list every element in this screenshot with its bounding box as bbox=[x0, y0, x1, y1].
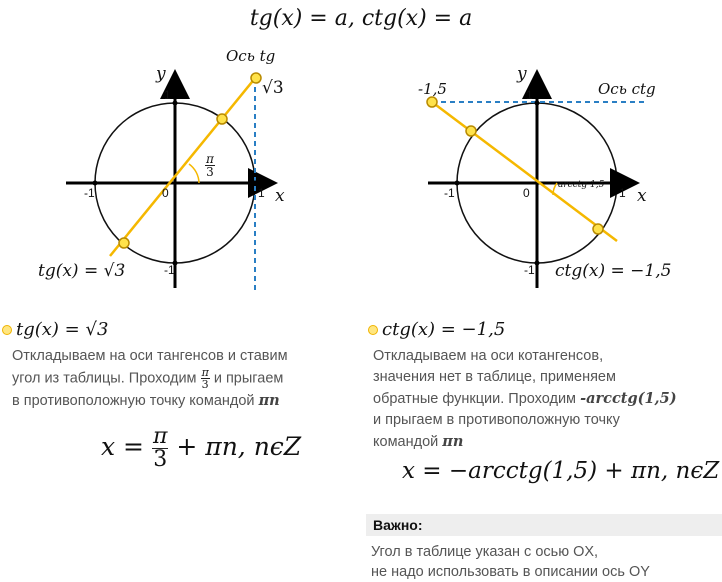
ctg-desc-line3: обратные функции. Проходим -arcctg(1,5) bbox=[373, 390, 677, 407]
tg-case-title: tg(x) = √3 bbox=[16, 319, 109, 340]
tick-label-x-neg1-2: -1 bbox=[444, 186, 455, 200]
ctg-solution-formula: x = −arcctg(1,5) + πn, nϵZ bbox=[402, 458, 720, 484]
ctg-case-heading: ctg(x) = −1,5 bbox=[368, 319, 505, 340]
y-axis-label: y bbox=[156, 64, 166, 84]
tangent-axis-label: Ось tg bbox=[226, 47, 276, 65]
tick-point-top-2 bbox=[534, 100, 540, 106]
circle-point-upper bbox=[216, 113, 228, 125]
tick-point-right bbox=[252, 180, 258, 186]
angle-line-2 bbox=[431, 101, 618, 242]
angle-arc-2 bbox=[552, 182, 558, 196]
tick-point-top bbox=[172, 100, 178, 106]
circle-point-lower-2 bbox=[592, 223, 604, 235]
sqrt3-point bbox=[250, 72, 262, 84]
tg-point-label: tg(x) = √3 bbox=[38, 261, 126, 281]
important-note-text: Угол в таблице указан с осью OX, не надо… bbox=[371, 544, 650, 580]
bullet-marker bbox=[2, 325, 12, 336]
tick-point-right-2 bbox=[614, 180, 620, 186]
ctg-case-description: Откладываем на оси котангенсов, значения… bbox=[373, 346, 677, 453]
ctg-desc-line1: Откладываем на оси котангенсов, bbox=[373, 348, 604, 364]
x-axis-label: x bbox=[275, 186, 285, 206]
origin-label: 0 bbox=[162, 186, 169, 200]
tick-label-y-neg1-2: -1 bbox=[524, 263, 535, 277]
angle-line bbox=[109, 76, 257, 257]
angle-arc bbox=[188, 163, 200, 184]
important-title: Важно: bbox=[373, 517, 423, 533]
tick-label-y-pos1: 1 bbox=[164, 88, 171, 102]
tick-point-bottom bbox=[172, 260, 178, 266]
tick-label-x-pos1: 1 bbox=[258, 186, 265, 200]
tg-desc-line1: Откладываем на оси тангенсов и ставим bbox=[12, 348, 288, 364]
ctg-point-label: ctg(x) = −1,5 bbox=[555, 261, 672, 281]
ctg-desc-line4: и прыгаем в противоположную точку bbox=[373, 412, 620, 428]
page-title: tg(x) = a, ctg(x) = a bbox=[249, 6, 473, 31]
ctg-case-title: ctg(x) = −1,5 bbox=[382, 319, 506, 340]
tick-label-x-neg1: -1 bbox=[84, 186, 95, 200]
tick-point-bottom-2 bbox=[534, 260, 540, 266]
x-axis-label-2: x bbox=[637, 186, 647, 206]
tg-desc-line3: в противоположную точку командой πn bbox=[12, 392, 280, 409]
tick-point-left bbox=[92, 180, 98, 186]
bullet-marker-2 bbox=[368, 325, 378, 336]
tick-point-left-2 bbox=[454, 180, 460, 186]
sqrt3-label: √3 bbox=[262, 78, 284, 98]
circle-point-lower bbox=[118, 237, 130, 249]
circle-point-upper-2 bbox=[465, 125, 477, 137]
value-point bbox=[426, 96, 438, 108]
important-note-header bbox=[366, 514, 722, 536]
ctg-desc-line2: значения нет в таблице, применяем bbox=[373, 369, 616, 385]
cotangent-axis-label: Ось ctg bbox=[598, 80, 656, 98]
tg-case-heading: tg(x) = √3 bbox=[2, 319, 108, 340]
tg-case-description: Откладываем на оси тангенсов и ставим уг… bbox=[12, 346, 288, 412]
origin-label-2: 0 bbox=[523, 186, 530, 200]
tangent-circle-diagram bbox=[66, 69, 645, 290]
cotangent-value-label: -1,5 bbox=[418, 80, 447, 98]
y-axis-label-2: y bbox=[517, 64, 527, 84]
arcctg-angle-label: arcctg 1,5 bbox=[558, 180, 605, 190]
ctg-desc-line5: командой πn bbox=[373, 433, 464, 450]
tick-label-x-pos1-2: 1 bbox=[619, 186, 626, 200]
tick-label-y-neg1: -1 bbox=[164, 263, 175, 277]
tick-label-y-pos1-2: 1 bbox=[526, 88, 533, 102]
